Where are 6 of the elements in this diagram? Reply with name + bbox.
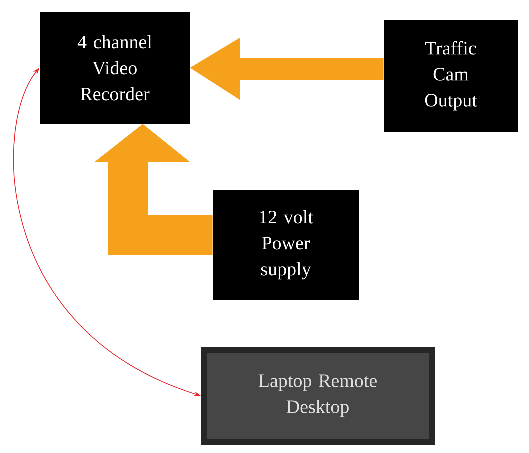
device-box: 12 volt Power supply	[213, 190, 359, 300]
device-box: 4 channel Video Recorder	[40, 12, 190, 124]
laptop-box: Laptop Remote Desktop	[201, 347, 435, 445]
device-box: Traffic Cam Output	[384, 20, 518, 132]
elbow-arrow	[95, 124, 213, 255]
thick-arrow	[190, 38, 384, 100]
